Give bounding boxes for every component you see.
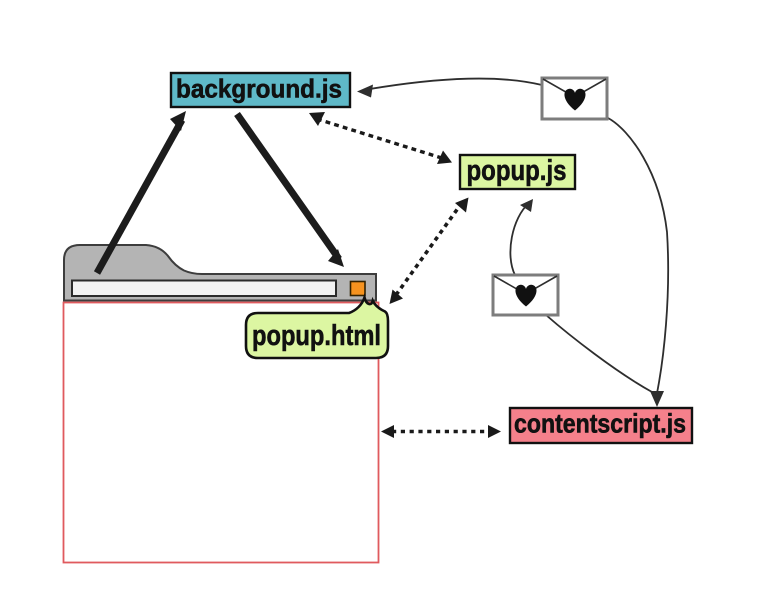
svg-text:popup.js: popup.js: [467, 155, 567, 187]
svg-text:contentscript.js: contentscript.js: [514, 409, 686, 439]
svg-text:background.js: background.js: [176, 74, 342, 104]
svg-text:popup.html: popup.html: [252, 320, 381, 352]
